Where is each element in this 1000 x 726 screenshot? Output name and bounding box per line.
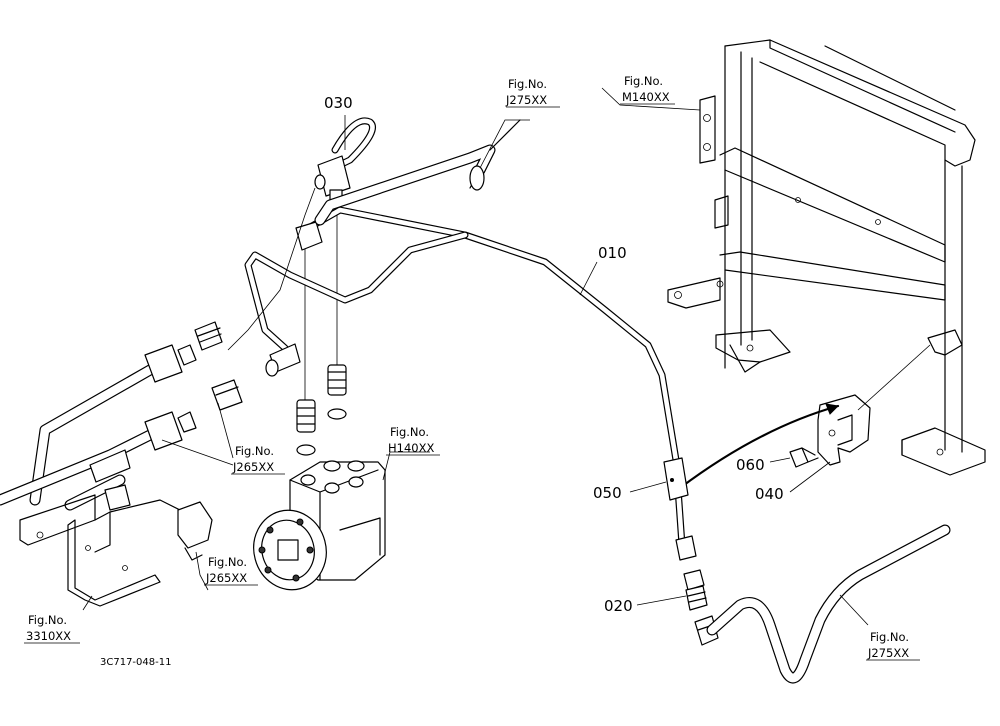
svg-text:J265XX: J265XX	[205, 571, 247, 585]
fig-ref-j265-middle: Fig.No. J265XX	[231, 444, 285, 475]
fig-ref-j275-bottom: Fig.No. J275XX	[866, 630, 920, 661]
part-labels: 030 010 050 020 060 040	[324, 94, 784, 615]
steering-unit	[253, 460, 386, 591]
hose-050-shape	[663, 457, 697, 561]
bracket-040-shape	[817, 394, 871, 466]
svg-text:J265XX: J265XX	[232, 460, 274, 474]
return-pipe-j275-top	[314, 119, 521, 226]
fig-ref-j275-top: Fig.No. J275XX	[505, 77, 560, 108]
left-hoses	[0, 321, 243, 511]
port-fittings	[296, 200, 347, 456]
left-bracket-frame	[19, 484, 213, 607]
svg-text:Fig.No.: Fig.No.	[870, 630, 909, 644]
svg-text:Fig.No.: Fig.No.	[28, 613, 67, 627]
svg-text:Fig.No.: Fig.No.	[235, 444, 274, 458]
svg-text:Fig.No.: Fig.No.	[624, 74, 663, 88]
svg-text:Fig.No.: Fig.No.	[390, 425, 429, 439]
return-pipe-j275-bottom	[706, 524, 951, 684]
pipe-010-shape	[244, 206, 686, 549]
drawing-code: 3C717-048-11	[100, 657, 171, 668]
fig-ref-3310: Fig.No. 3310XX	[24, 613, 80, 644]
bolt-060-shape	[789, 447, 819, 468]
part-label-050: 050	[593, 484, 622, 502]
part-label-010: 010	[598, 244, 627, 262]
fig-ref-j265-lower: Fig.No. J265XX	[204, 555, 258, 586]
figure-references: Fig.No. J275XX Fig.No. M140XX Fig.No. H1…	[24, 74, 920, 661]
svg-text:M140XX: M140XX	[622, 90, 670, 104]
leader-lines	[82, 87, 931, 626]
svg-text:Fig.No.: Fig.No.	[508, 77, 547, 91]
svg-text:3310XX: 3310XX	[26, 629, 71, 643]
part-label-040: 040	[755, 485, 784, 503]
svg-text:Fig.No.: Fig.No.	[208, 555, 247, 569]
svg-text:J275XX: J275XX	[505, 93, 547, 107]
part-label-030: 030	[324, 94, 353, 112]
svg-text:J275XX: J275XX	[867, 646, 909, 660]
frame-assembly	[667, 39, 986, 476]
svg-text:H140XX: H140XX	[388, 441, 434, 455]
part-label-060: 060	[736, 456, 765, 474]
fig-ref-m140: Fig.No. M140XX	[620, 74, 675, 105]
fig-ref-h140: Fig.No. H140XX	[386, 425, 440, 456]
assembly-arrow	[678, 404, 840, 490]
part-label-020: 020	[604, 597, 633, 615]
pipe-030-shape	[314, 117, 376, 203]
